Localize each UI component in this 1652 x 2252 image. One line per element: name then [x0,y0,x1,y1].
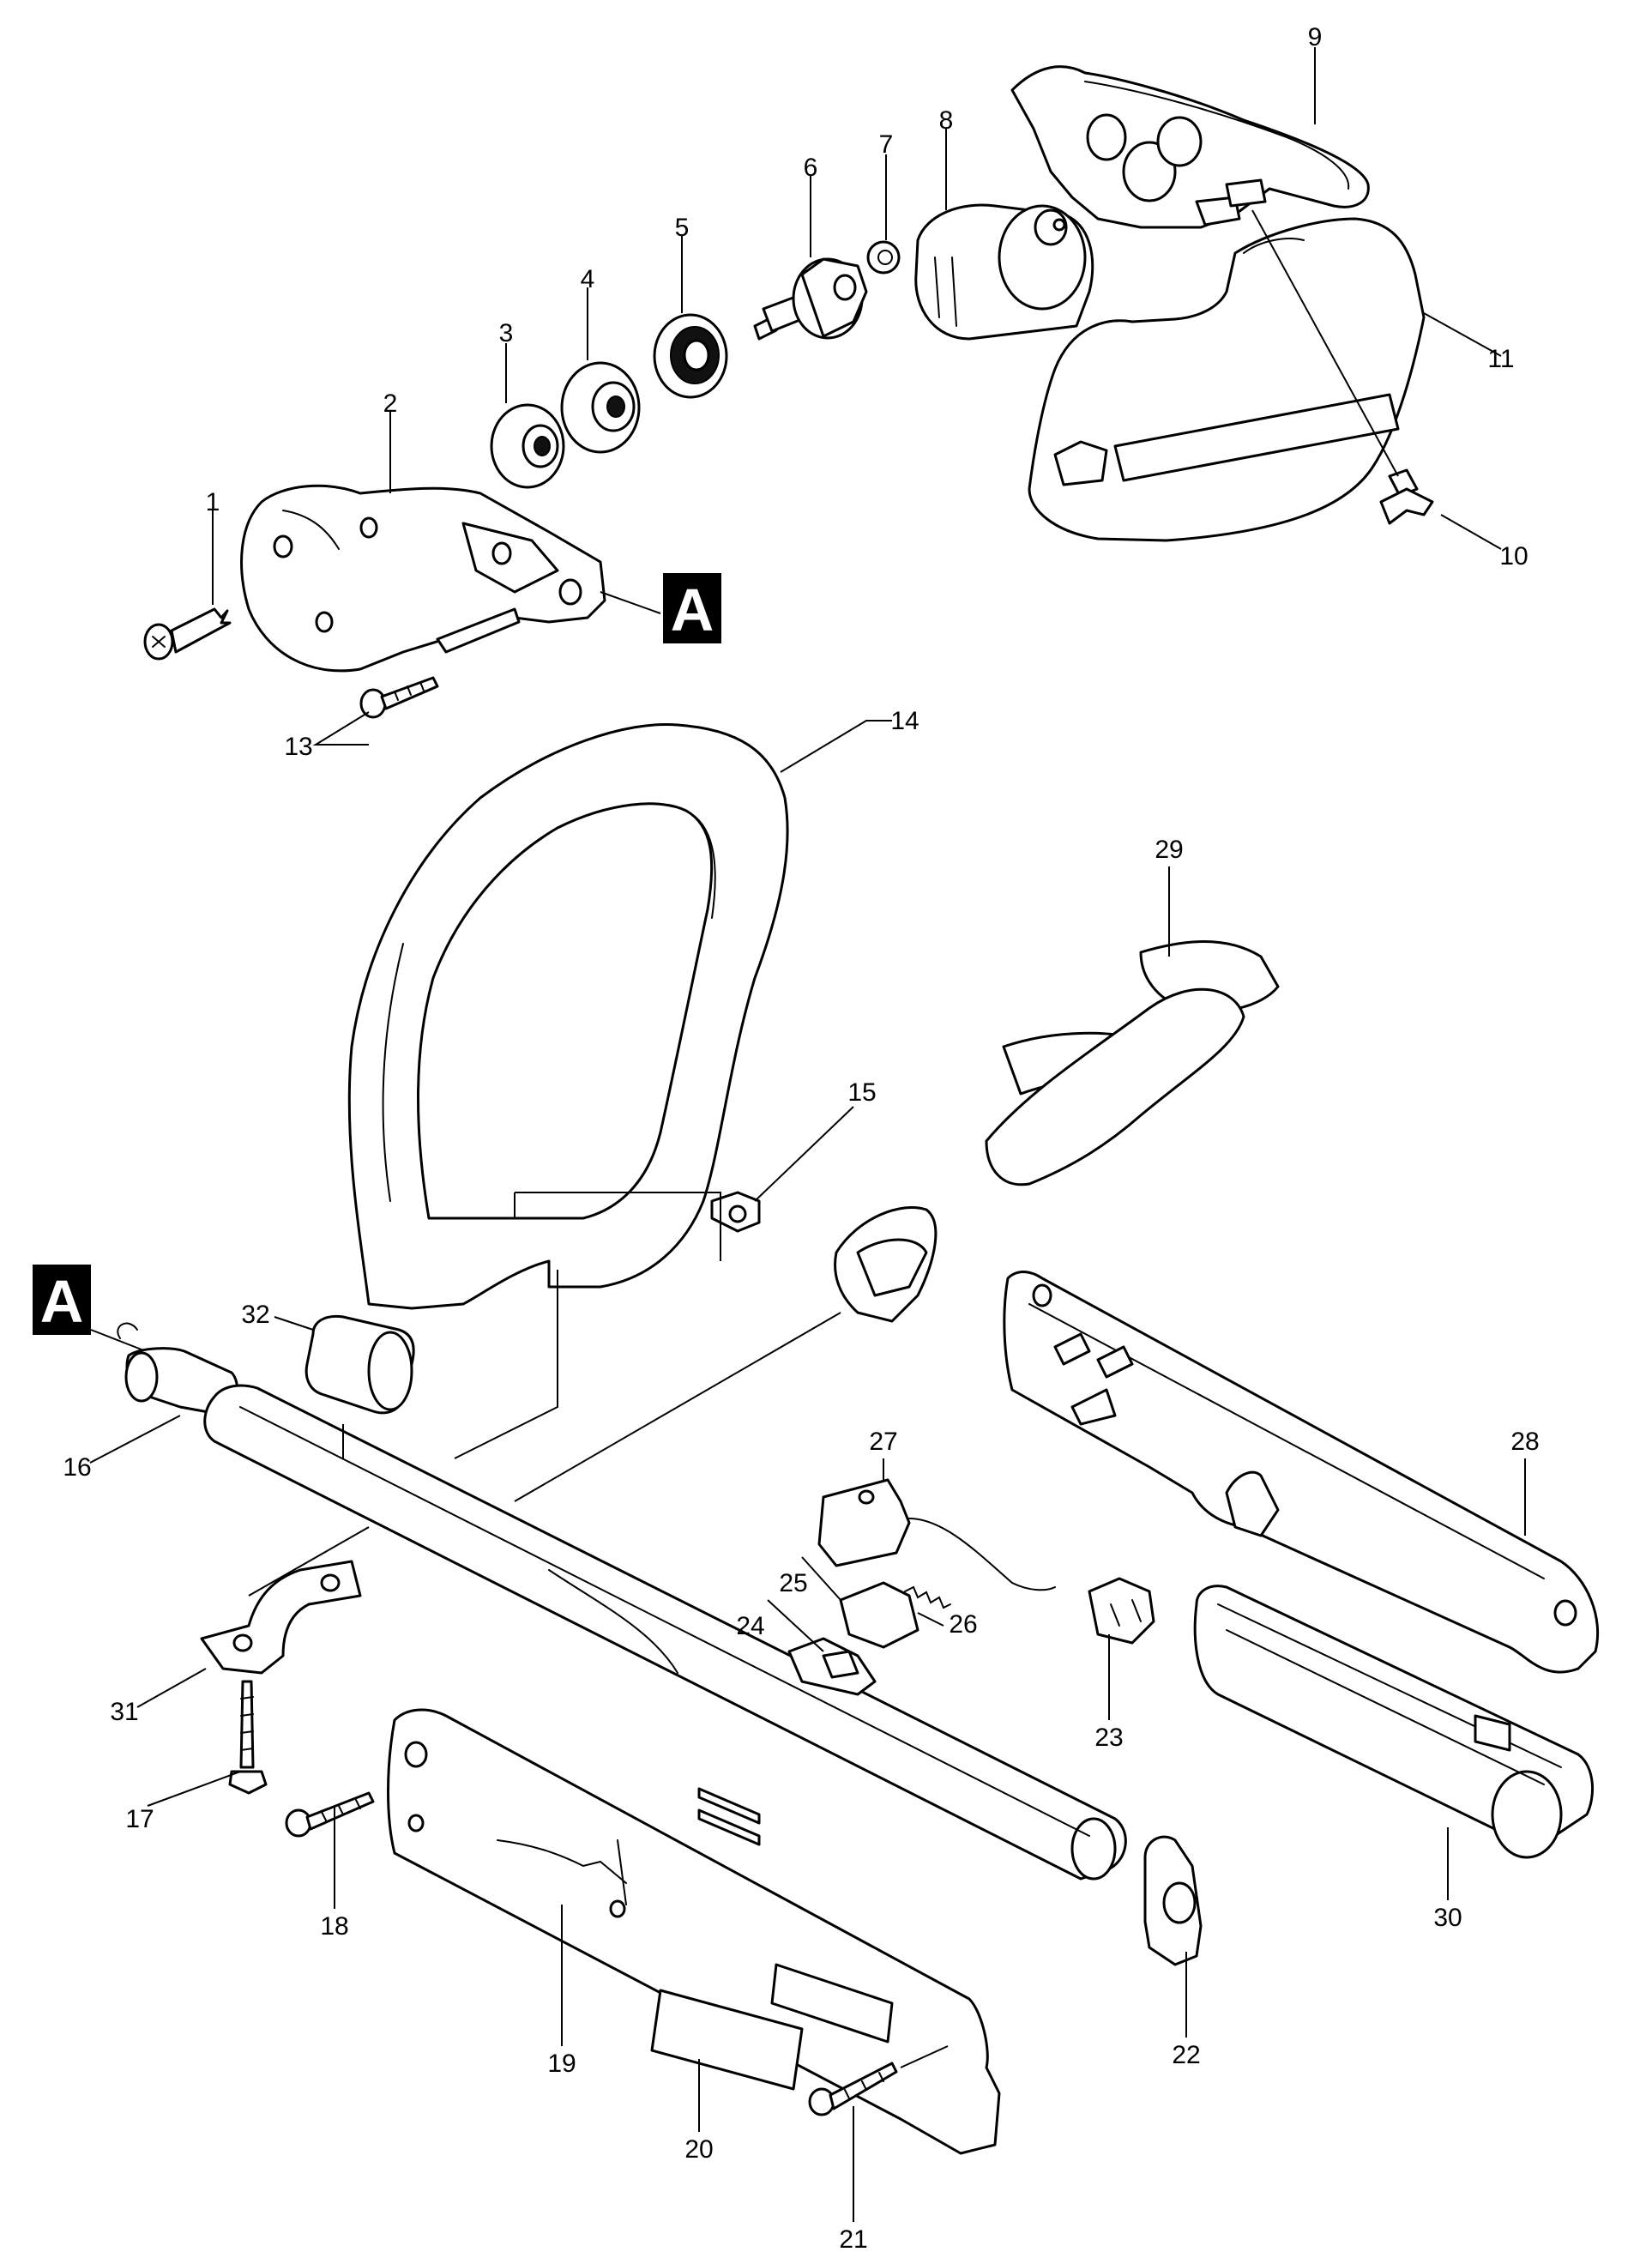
main-shaft [203,1384,1127,1881]
part-9-motor-housing [1010,65,1370,229]
part-8-motor [914,203,1094,341]
callout-26: 26 [949,1610,977,1639]
part-14-loop-handle [347,722,789,1310]
callout-22: 22 [1172,2041,1200,2069]
part-15-clip [710,1191,761,1233]
part-13-screw [359,676,439,719]
callout-6: 6 [804,154,818,182]
callout-8: 8 [939,106,954,135]
callout-3: 3 [499,319,514,347]
callout-20: 20 [684,2135,713,2164]
part-28-trigger-grip [834,940,1280,1323]
callout-31: 31 [110,1698,138,1726]
marker-a-label-middle: A [40,1268,84,1335]
callout-leaders [89,47,1526,2222]
callout-15: 15 [847,1078,876,1107]
callout-2: 2 [383,389,398,418]
callout-25: 25 [779,1569,807,1597]
part-30-battery-housing [1193,1585,1595,1859]
part-11-guard [1028,217,1426,542]
part-10-wing-bolt [1251,209,1434,525]
callout-9: 9 [1308,23,1323,51]
part-22-bracket [1143,1835,1203,1966]
part-31-bracket [200,1526,370,1675]
callout-16: 16 [63,1453,91,1482]
callout-21: 21 [839,2225,867,2252]
part-21-screw [808,2045,949,2116]
callout-24: 24 [736,1612,764,1640]
connector-marker-a-top: A [600,573,721,643]
part-3-washer [490,403,565,489]
part-7-ring [866,240,901,275]
part-6-spindle [753,257,868,341]
connector-marker-a-middle: A [33,1265,147,1352]
callout-labels: 1 2 3 4 5 6 7 8 9 10 11 13 14 29 15 32 1… [63,23,1539,2252]
part-17-bolt [228,1680,268,1795]
callout-27: 27 [869,1428,897,1456]
callout-18: 18 [320,1912,348,1941]
marker-a-label-top: A [671,577,714,643]
callout-23: 23 [1094,1724,1123,1752]
callout-32: 32 [241,1301,269,1329]
callout-13: 13 [284,733,312,761]
part-5-bearing [653,313,728,399]
part-2-gear-housing [240,484,606,673]
part-32-sleeve [304,1314,415,1415]
part-23-terminal [1088,1577,1155,1645]
part-29-housing-half [1003,1271,1600,1674]
callout-19: 19 [547,2050,576,2078]
callout-28: 29 [1155,836,1183,864]
part-19-housing-half [387,1708,1001,2155]
callout-30: 30 [1433,1904,1462,1932]
callout-1: 1 [206,488,220,516]
part-26-spring [904,1585,951,1609]
part-18-screw [285,1791,375,1838]
callout-29: 28 [1510,1428,1539,1456]
part-25-switch-lever [839,1581,919,1649]
callout-10: 10 [1499,542,1528,571]
part-4-flange [560,361,641,454]
callout-11: 11 [1487,345,1514,373]
part-27-switch [817,1478,1056,1591]
part-1-screw [143,607,232,661]
callout-5: 5 [675,214,690,242]
callout-17: 17 [125,1805,154,1833]
callout-4: 4 [581,265,595,293]
callout-7: 7 [879,130,894,159]
part-20-label-plate [650,1989,804,2091]
handle-bracket-lines [342,1192,841,1502]
callout-14: 14 [890,707,919,735]
part-24-lock [787,1637,877,1696]
